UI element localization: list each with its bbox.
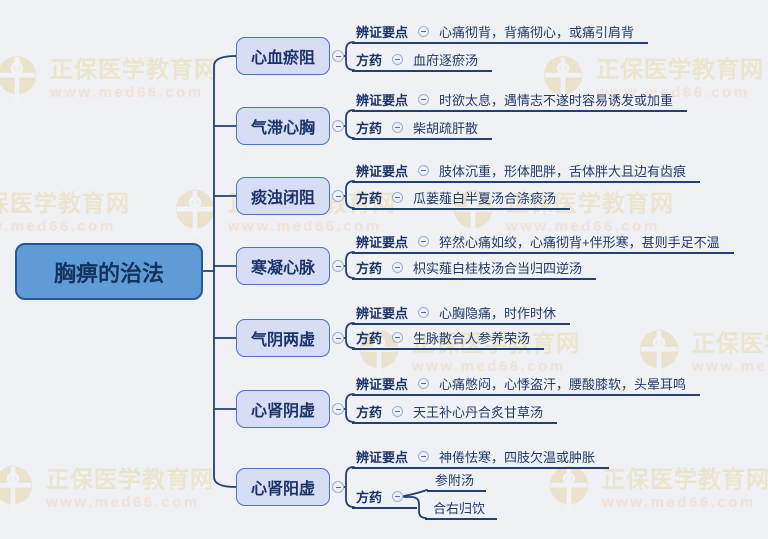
branch-topic-xinshenyangxu[interactable]: 心肾阳虚 [236, 468, 330, 506]
prescription-label: 方药 [356, 490, 383, 505]
detail-row: 辨证要点 猝然心痛如绞，心痛彻背+伴形寒，甚则手足不温 [352, 231, 734, 254]
prescription-label: 方药 [356, 53, 383, 68]
collapse-icon[interactable] [418, 451, 430, 462]
key-points-value: 神倦怯寒，四肢欠温或肿胀 [439, 450, 596, 465]
collapse-icon[interactable] [418, 378, 430, 389]
key-points-label: 辨证要点 [356, 450, 409, 465]
prescription-label: 方药 [356, 331, 383, 346]
prescription-label: 方药 [356, 405, 383, 420]
branch-topic-hanningxinmai[interactable]: 寒凝心脉 [236, 247, 330, 285]
key-points-label: 辨证要点 [356, 93, 409, 108]
detail-row: 辨证要点 心胸隐痛，时作时休 [352, 302, 571, 325]
detail-row: 辨证要点 时欲太息，遇情志不遂时容易诱发或加重 [352, 89, 688, 112]
branch-topic-qiyinliangxu[interactable]: 气阴两虚 [236, 319, 330, 357]
prescription-item: 合右归饮 [425, 497, 498, 520]
collapse-icon[interactable] [392, 122, 404, 133]
detail-row: 方药 瓜蒌薤白半夏汤合涤痰汤 [352, 187, 571, 210]
detail-row: 方药 柴胡疏肝散 [352, 117, 493, 140]
detail-row: 辨证要点 神倦怯寒，四肢欠温或肿胀 [352, 446, 610, 469]
key-points-label: 辨证要点 [356, 25, 409, 40]
collapse-icon[interactable] [332, 260, 344, 272]
key-points-value: 心痛憋闷，心悸盗汗，腰酸膝软，头晕耳鸣 [439, 377, 687, 392]
key-points-label: 辨证要点 [356, 164, 409, 179]
detail-row: 方药 枳实薤白桂枝汤合当归四逆汤 [352, 257, 597, 280]
detail-row: 辨证要点 肢体沉重，形体肥胖，舌体胖大且边有齿痕 [352, 160, 701, 183]
prescription-value: 合右归饮 [433, 501, 486, 516]
prescription-item: 参附汤 [427, 469, 487, 492]
detail-row: 辨证要点 心痛憋闷，心悸盗汗，腰酸膝软，头晕耳鸣 [352, 373, 701, 396]
key-points-value: 肢体沉重，形体肥胖，舌体胖大且边有齿痕 [439, 164, 687, 179]
detail-row: 方药 血府逐瘀汤 [352, 49, 493, 72]
prescription-label: 方药 [356, 191, 383, 206]
collapse-icon[interactable] [418, 26, 430, 37]
collapse-icon[interactable] [332, 50, 344, 62]
collapse-icon[interactable] [392, 192, 404, 203]
collapse-icon[interactable] [418, 236, 430, 247]
branch-topic-xinxueyuzu[interactable]: 心血瘀阻 [236, 37, 330, 75]
key-points-value: 时欲太息，遇情志不遂时容易诱发或加重 [439, 93, 674, 108]
prescription-value: 天王补心丹合炙甘草汤 [413, 405, 544, 420]
prescription-value: 参附汤 [435, 473, 475, 488]
detail-row: 方药 生脉散合人参养荣汤 [352, 327, 545, 350]
collapse-icon[interactable] [332, 403, 344, 415]
root-topic[interactable]: 胸痹的治法 [15, 243, 203, 300]
detail-row: 方药 天王补心丹合炙甘草汤 [352, 401, 558, 424]
key-points-label: 辨证要点 [356, 377, 409, 392]
collapse-icon[interactable] [332, 332, 344, 344]
collapse-icon[interactable] [332, 120, 344, 132]
branch-topic-xinshenyinxu[interactable]: 心肾阴虚 [236, 390, 330, 428]
prescription-value: 血府逐瘀汤 [413, 53, 479, 68]
collapse-icon[interactable] [418, 165, 430, 176]
key-points-label: 辨证要点 [356, 306, 409, 321]
branch-topic-tanzhuobizu[interactable]: 痰浊闭阻 [236, 177, 330, 215]
key-points-label: 辨证要点 [356, 235, 409, 250]
collapse-icon[interactable] [392, 262, 404, 273]
collapse-icon[interactable] [392, 406, 404, 417]
collapse-icon[interactable] [392, 54, 404, 65]
prescription-value: 枳实薤白桂枝汤合当归四逆汤 [413, 261, 583, 276]
collapse-icon[interactable] [418, 307, 430, 318]
prescription-label: 方药 [356, 121, 383, 136]
key-points-value: 猝然心痛如绞，心痛彻背+伴形寒，甚则手足不温 [439, 235, 720, 250]
collapse-icon[interactable] [392, 332, 404, 343]
prescription-value: 柴胡疏肝散 [413, 121, 479, 136]
prescription-value: 生脉散合人参养荣汤 [413, 331, 531, 346]
collapse-icon[interactable] [392, 491, 404, 502]
collapse-icon[interactable] [332, 190, 344, 202]
prescription-value: 瓜蒌薤白半夏汤合涤痰汤 [413, 191, 557, 206]
key-points-value: 心胸隐痛，时作时休 [439, 306, 557, 321]
prescription-label: 方药 [356, 261, 383, 276]
detail-row: 辨证要点 心痛彻背，背痛彻心，或痛引肩背 [352, 21, 649, 44]
key-points-value: 心痛彻背，背痛彻心，或痛引肩背 [439, 25, 635, 40]
detail-row: 方药 [352, 486, 418, 509]
collapse-icon[interactable] [418, 94, 430, 105]
collapse-icon[interactable] [332, 481, 344, 493]
branch-topic-qizhixinxiong[interactable]: 气滞心胸 [236, 107, 330, 145]
